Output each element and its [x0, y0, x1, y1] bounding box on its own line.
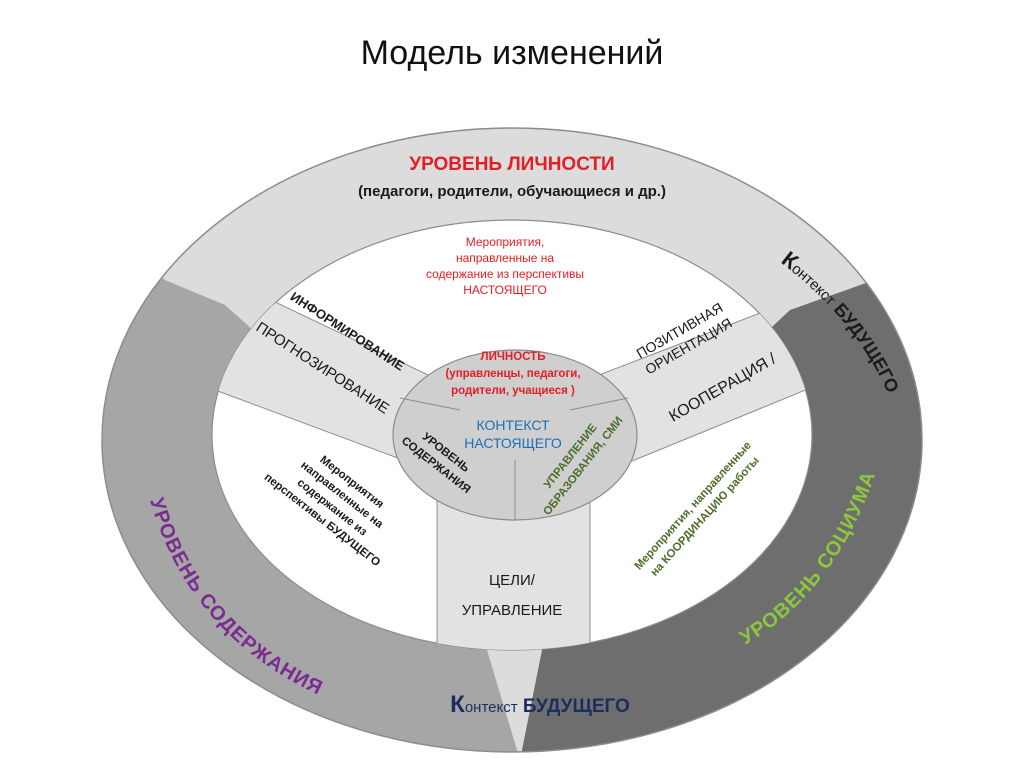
hub-divider-left [399, 397, 461, 411]
personality-level-subtitle: (педагоги, родители, обучающиеся и др.) [358, 183, 666, 200]
svg-text:направленные на: направленные на [456, 251, 554, 265]
outer-ring-border [101, 127, 923, 753]
hub-divider-right [569, 397, 629, 411]
hub-personality-line-1: (управленцы, педагоги, [445, 368, 580, 380]
personality-level-title: УРОВЕНЬ ЛИЧНОСТИ [409, 154, 614, 175]
context-future-bottom: Контекст БУДУЩЕГО [450, 691, 630, 718]
svg-text:Мероприятия,: Мероприятия, [466, 235, 545, 249]
svg-text:НАСТОЯЩЕГО: НАСТОЯЩЕГО [463, 283, 547, 297]
hub-context-line-1: КОНТЕКСТ [476, 417, 550, 433]
hub-context-line-2: НАСТОЯЩЕГО [464, 435, 562, 451]
hub-personality-line-2: родители, учащиеся ) [451, 385, 575, 397]
management-label: УПРАВЛЕНИЕ [462, 602, 563, 619]
hub-personality-title: ЛИЧНОСТЬ [481, 351, 546, 363]
goals-label: ЦЕЛИ/ [489, 572, 536, 589]
page-title: Модель изменений [360, 34, 664, 72]
activity-present-perspective: Мероприятия, направленные на содержание … [426, 235, 584, 297]
svg-text:содержание из перспективы: содержание из перспективы [426, 267, 584, 281]
